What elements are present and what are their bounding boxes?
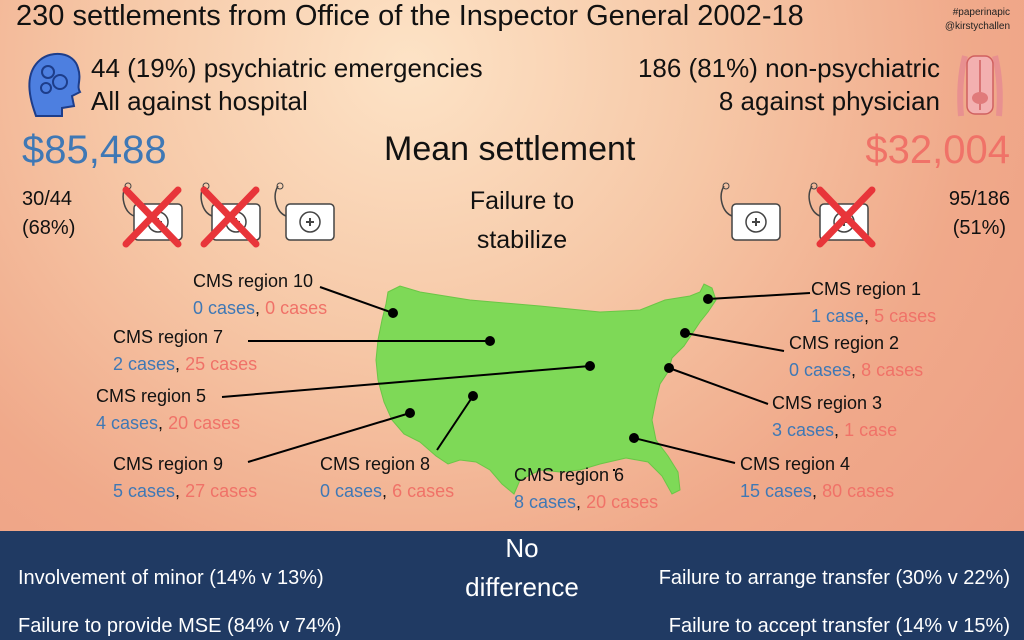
failure-line1: Failure to	[469, 187, 575, 215]
region-label: CMS region 9	[113, 454, 224, 474]
region-blue-count: 0 cases	[320, 481, 383, 501]
right-percent: (51%)	[952, 217, 1007, 239]
right-fraction-block: 95/186 (51%)	[949, 185, 1010, 243]
left-line1: 44 (19%) psychiatric emergencies	[91, 53, 483, 83]
region-6: CMS region 6 8 cases, 20 cases	[514, 462, 658, 516]
separator: ,	[382, 481, 388, 501]
region-blue-count: 1 case	[811, 306, 865, 326]
region-label: CMS region 1	[811, 279, 922, 299]
finding-accept-transfer: Failure to accept transfer (14% v 15%)	[668, 615, 1010, 637]
torso-icon	[957, 55, 1003, 117]
region-1: CMS region 1 1 case, 5 cases	[811, 276, 936, 330]
region-label: CMS region 4	[740, 454, 851, 474]
region-8: CMS region 8 0 cases, 6 cases	[320, 451, 454, 505]
region-blue-count: 8 cases	[514, 492, 577, 512]
region-10: CMS region 10 0 cases, 0 cases	[193, 268, 327, 322]
region-blue-count: 2 cases	[113, 354, 176, 374]
region-4: CMS region 4 15 cases, 80 cases	[740, 451, 894, 505]
left-mean: $85,488	[22, 128, 167, 172]
region-red-count: 80 cases	[822, 481, 895, 501]
right-mean: $32,004	[865, 128, 1010, 172]
no-difference: No difference	[452, 529, 592, 607]
region-red-count: 0 cases	[265, 298, 328, 318]
right-summary: 186 (81%) non-psychiatric 8 against phys…	[638, 52, 940, 118]
region-red-count: 5 cases	[874, 306, 937, 326]
failure-line2: stabilize	[476, 226, 568, 254]
separator: ,	[864, 306, 870, 326]
region-label: CMS region 10	[193, 271, 314, 291]
left-fraction-block: 30/44 (68%)	[22, 185, 75, 243]
right-fraction: 95/186	[948, 188, 1010, 210]
leader-lines	[221, 286, 811, 471]
hashtags: #paperinapic @kirstychallen	[945, 6, 1010, 34]
right-line1: 186 (81%) non-psychiatric	[637, 53, 940, 83]
region-label: CMS region 5	[96, 386, 207, 406]
separator: ,	[175, 481, 181, 501]
finding-arrange-transfer: Failure to arrange transfer (30% v 22%)	[658, 567, 1010, 589]
region-blue-count: 3 cases	[772, 420, 835, 440]
cross-out-icon	[122, 186, 876, 248]
region-red-count: 6 cases	[392, 481, 455, 501]
handle: @kirstychallen	[944, 21, 1010, 32]
region-dots	[388, 294, 713, 443]
region-7: CMS region 7 2 cases, 25 cases	[113, 324, 257, 378]
no-diff-line1: No	[505, 533, 539, 563]
separator: ,	[851, 360, 857, 380]
region-red-count: 8 cases	[861, 360, 924, 380]
finding-mse: Failure to provide MSE (84% v 74%)	[18, 615, 342, 637]
region-blue-count: 5 cases	[113, 481, 176, 501]
separator: ,	[175, 354, 181, 374]
finding-minor: Involvement of minor (14% v 13%)	[18, 567, 324, 589]
region-blue-count: 15 cases	[740, 481, 813, 501]
separator: ,	[158, 413, 164, 433]
region-label: CMS region 8	[320, 454, 431, 474]
separator: ,	[255, 298, 261, 318]
no-diff-line2: difference	[465, 572, 579, 602]
footer-panel: No difference Involvement of minor (14% …	[0, 531, 1024, 640]
failure-to-stabilize: Failure to stabilize	[452, 182, 592, 260]
left-fraction: 30/44	[22, 188, 73, 210]
left-line2: All against hospital	[91, 86, 308, 116]
left-summary: 44 (19%) psychiatric emergencies All aga…	[91, 52, 483, 118]
region-label: CMS region 2	[789, 333, 900, 353]
separator: ,	[576, 492, 582, 512]
region-red-count: 25 cases	[185, 354, 258, 374]
region-red-count: 20 cases	[168, 413, 241, 433]
right-line2: 8 against physician	[718, 86, 940, 116]
page-title: 230 settlements from Office of the Inspe…	[16, 0, 804, 32]
left-percent: (68%)	[22, 217, 76, 239]
region-red-count: 27 cases	[185, 481, 258, 501]
mean-settlement-label: Mean settlement	[384, 130, 636, 168]
hashtag: #paperinapic	[952, 7, 1010, 18]
separator: ,	[834, 420, 840, 440]
separator: ,	[812, 481, 818, 501]
region-5: CMS region 5 4 cases, 20 cases	[96, 383, 240, 437]
region-2: CMS region 2 0 cases, 8 cases	[789, 330, 923, 384]
region-blue-count: 0 cases	[789, 360, 852, 380]
region-3: CMS region 3 3 cases, 1 case	[772, 390, 897, 444]
region-blue-count: 4 cases	[96, 413, 159, 433]
region-blue-count: 0 cases	[193, 298, 256, 318]
region-9: CMS region 9 5 cases, 27 cases	[113, 451, 257, 505]
region-label: CMS region 7	[113, 327, 224, 347]
region-red-count: 20 cases	[586, 492, 659, 512]
brain-head-icon	[28, 52, 82, 117]
region-label: CMS region 3	[772, 393, 883, 413]
region-red-count: 1 case	[844, 420, 898, 440]
region-label: CMS region 6	[514, 465, 625, 485]
